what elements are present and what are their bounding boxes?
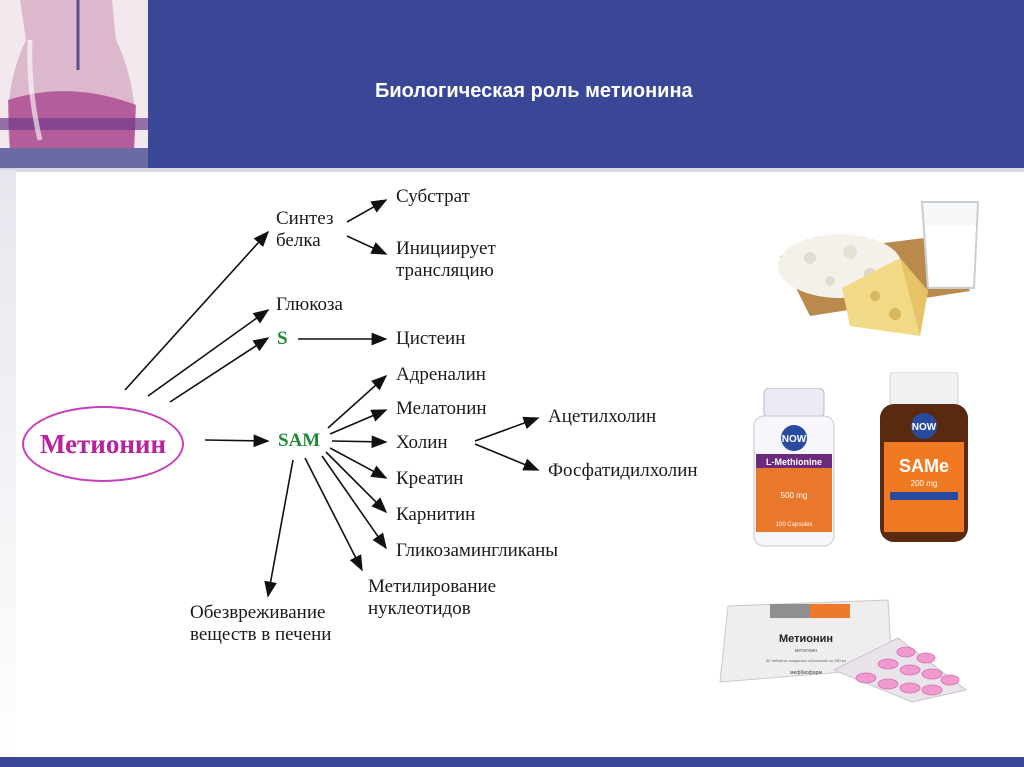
flask-image bbox=[0, 0, 148, 168]
node-sulfur: S bbox=[277, 328, 288, 349]
arrow-sam-methylation bbox=[304, 457, 363, 572]
node-glycosaminoglycans: Гликозамингликаны bbox=[396, 540, 559, 561]
arrow-sam-liver bbox=[264, 459, 294, 598]
node-carnitine: Карнитин bbox=[396, 504, 476, 525]
arrow-sam-carnitine bbox=[325, 451, 388, 514]
methionine-root-label: Метионин bbox=[39, 428, 167, 459]
methionine-package-image: Метионин метионин 50 таблеток покрытых о… bbox=[716, 598, 976, 713]
now-logo-right: NOW bbox=[912, 422, 937, 433]
slide-header: Биологическая роль метионина bbox=[0, 0, 1024, 168]
node-initiates-translation: Инициирует трансляцию bbox=[396, 238, 496, 281]
methionine-box-maker: мефбиофарм bbox=[790, 670, 822, 676]
node-substrate: Субстрат bbox=[396, 186, 470, 207]
same-label: SAMe bbox=[899, 456, 949, 476]
methionine-box-title: Метионин bbox=[779, 633, 833, 645]
l-methionine-label: L-Methionine bbox=[766, 457, 822, 467]
left-decoration bbox=[0, 170, 16, 767]
now-logo-left: NOW bbox=[782, 434, 807, 445]
arrow-sam-creatine bbox=[329, 447, 388, 479]
node-adrenaline: Адреналин bbox=[396, 364, 486, 385]
node-protein-synthesis: Синтез белка bbox=[276, 208, 334, 251]
node-acetylcholine: Ацетилхолин bbox=[548, 406, 657, 427]
arrow-protein-translation bbox=[346, 235, 388, 255]
dairy-products-image bbox=[770, 196, 985, 351]
node-choline: Холин bbox=[396, 432, 448, 453]
l-methionine-count: 100 Capsules bbox=[776, 522, 813, 528]
arrow-sam-adrenaline bbox=[327, 374, 388, 429]
arrow-sam-choline bbox=[331, 435, 388, 449]
slide-title: Биологическая роль метионина bbox=[375, 80, 693, 102]
arrow-root-protein bbox=[124, 230, 270, 391]
methionine-box-sub: метионин bbox=[795, 648, 817, 654]
node-liver-detox: Обезвреживание веществ в печени bbox=[190, 602, 332, 645]
node-glucose: Глюкоза bbox=[276, 294, 343, 315]
arrow-root-glucose bbox=[147, 309, 270, 397]
header-divider bbox=[0, 168, 1024, 172]
methionine-box-info: 50 таблеток покрытых оболочкой по 250 мг bbox=[766, 658, 847, 663]
node-nucleotide-methylation: Метилирование нуклеотидов bbox=[368, 576, 497, 619]
arrow-root-sam bbox=[204, 434, 270, 448]
l-methionine-bottle-image: NOW L-Methionine 500 mg 100 Capsules bbox=[752, 387, 836, 553]
arrow-sam-gag bbox=[321, 455, 387, 550]
node-sam: SAM bbox=[278, 430, 321, 451]
arrow-sam-melatonin bbox=[329, 409, 388, 435]
arrow-choline-phosphatidylcholine bbox=[474, 443, 540, 471]
methionine-root-node: Метионин bbox=[22, 406, 184, 482]
arrow-protein-substrate bbox=[346, 199, 388, 223]
l-methionine-dose: 500 mg bbox=[781, 491, 808, 500]
same-dose: 200 mg bbox=[911, 479, 938, 488]
arrow-choline-acetylcholine bbox=[474, 416, 540, 442]
same-bottle-image: NOW SAMe 200 mg bbox=[878, 371, 970, 549]
node-cysteine: Цистеин bbox=[396, 328, 466, 349]
footer-bar bbox=[0, 757, 1024, 767]
node-phosphatidylcholine: Фосфатидилхолин bbox=[548, 460, 698, 481]
arrow-root-sulfur bbox=[169, 337, 270, 403]
node-creatine: Креатин bbox=[396, 468, 464, 489]
node-melatonin: Мелатонин bbox=[396, 398, 487, 419]
